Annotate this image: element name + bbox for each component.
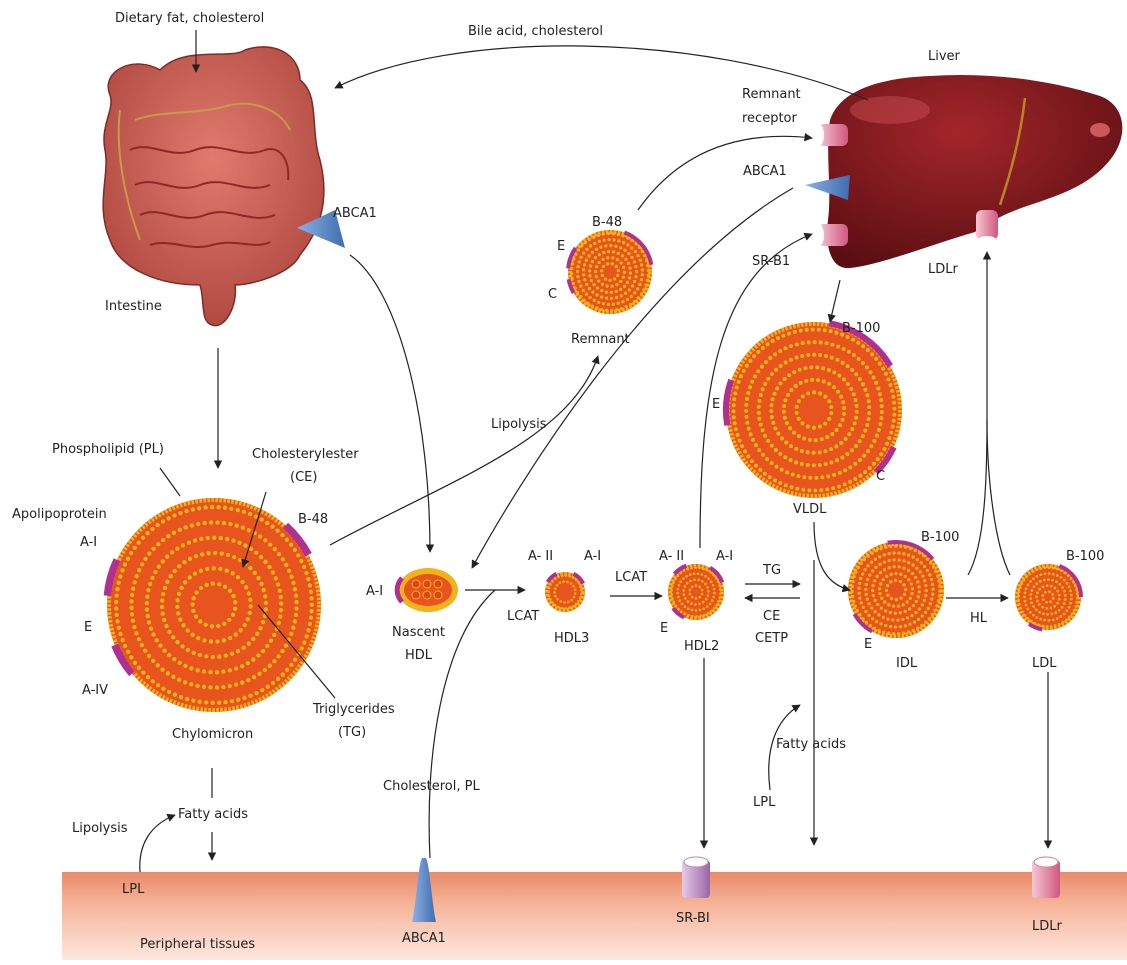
label-hl: HL bbox=[970, 611, 988, 626]
ldl-particle bbox=[1015, 564, 1081, 630]
label-triglycerides-2: (TG) bbox=[338, 725, 366, 740]
remnant-particle bbox=[568, 230, 652, 314]
label-remnant-receptor-1: Remnant bbox=[742, 87, 801, 102]
label-ldlr-liver: LDLr bbox=[928, 262, 958, 277]
label-e-remnant: E bbox=[557, 239, 565, 254]
label-srbi-peripheral: SR-BI bbox=[676, 911, 710, 926]
label-chylomicron: Chylomicron bbox=[172, 727, 253, 742]
liver-illustration bbox=[827, 75, 1122, 268]
label-tg-exchange: TG bbox=[762, 563, 781, 578]
intestine-illustration bbox=[103, 47, 324, 326]
label-ldlr-peripheral: LDLr bbox=[1032, 919, 1062, 934]
lipoprotein-particles bbox=[107, 230, 1081, 712]
label-abca1-liver: ABCA1 bbox=[743, 164, 787, 179]
label-cholesterylester-2: (CE) bbox=[290, 470, 317, 485]
label-nascent-2: HDL bbox=[405, 648, 433, 663]
label-b48-remnant: B-48 bbox=[592, 215, 622, 230]
remnant-receptor-icon bbox=[816, 124, 848, 146]
idl-particle bbox=[848, 542, 944, 638]
label-ce-exchange: CE bbox=[763, 609, 780, 624]
phospholipid-pointer bbox=[160, 468, 180, 496]
label-abca1-peripheral: ABCA1 bbox=[402, 931, 446, 946]
label-aii-hdl3: A- II bbox=[528, 549, 553, 564]
label-triglycerides-1: Triglycerides bbox=[312, 702, 395, 717]
label-e-idl: E bbox=[864, 637, 872, 652]
ldlr-peripheral-icon bbox=[1032, 857, 1060, 898]
label-lpl-mid: LPL bbox=[753, 795, 776, 810]
label-liver: Liver bbox=[928, 49, 961, 64]
label-aii-hdl2: A- II bbox=[659, 549, 684, 564]
label-b100-ldl: B-100 bbox=[1066, 549, 1104, 564]
label-aiv-chylo: A-IV bbox=[82, 683, 108, 698]
label-lipolysis-top: Lipolysis bbox=[491, 417, 547, 432]
label-cetp: CETP bbox=[755, 631, 788, 646]
label-remnant-receptor-2: receptor bbox=[742, 111, 798, 126]
label-apolipoprotein: Apolipoprotein bbox=[12, 507, 107, 522]
label-e-chylo: E bbox=[84, 620, 92, 635]
label-ai-hdl2: A-I bbox=[716, 549, 733, 564]
label-abca1-intestine: ABCA1 bbox=[333, 206, 377, 221]
label-lcat-2: LCAT bbox=[507, 609, 539, 624]
label-b100-idl: B-100 bbox=[921, 530, 959, 545]
sr-bi-peripheral-icon bbox=[682, 857, 710, 898]
label-ai-chylo: A-I bbox=[80, 535, 97, 550]
sr-b1-liver-icon bbox=[816, 224, 848, 246]
label-phospholipid: Phospholipid (PL) bbox=[52, 442, 164, 457]
label-lipolysis-bottom: Lipolysis bbox=[72, 821, 128, 836]
label-e-hdl2: E bbox=[660, 621, 668, 636]
label-hdl2: HDL2 bbox=[684, 639, 719, 654]
label-bile: Bile acid, cholesterol bbox=[468, 24, 603, 39]
abca1-liver-icon bbox=[805, 175, 850, 200]
label-b48-chylo: B-48 bbox=[298, 512, 328, 527]
label-ai-nascent: A-I bbox=[366, 584, 383, 599]
label-intestine: Intestine bbox=[105, 299, 162, 314]
label-vldl: VLDL bbox=[793, 502, 827, 517]
label-hdl3: HDL3 bbox=[554, 631, 589, 646]
label-c-remnant: C bbox=[548, 287, 557, 302]
label-ai-hdl3: A-I bbox=[584, 549, 601, 564]
label-remnant: Remnant bbox=[571, 332, 630, 347]
label-srb1-liver: SR-B1 bbox=[752, 254, 790, 269]
label-fatty-acids-bottom: Fatty acids bbox=[178, 807, 248, 822]
label-cholesterol-pl: Cholesterol, PL bbox=[383, 779, 480, 794]
label-c-vldl: C bbox=[876, 469, 885, 484]
label-b100-vldl: B-100 bbox=[842, 321, 880, 336]
label-e-vldl: E bbox=[712, 397, 720, 412]
label-dietary: Dietary fat, cholesterol bbox=[115, 11, 264, 26]
label-idl: IDL bbox=[896, 656, 918, 671]
ldlr-liver-icon bbox=[976, 210, 998, 244]
hdl3-particle bbox=[545, 572, 585, 612]
nascent-hdl-particle bbox=[397, 568, 458, 612]
label-fatty-acids-mid: Fatty acids bbox=[776, 737, 846, 752]
label-lcat-1: LCAT bbox=[615, 570, 647, 585]
chylomicron-particle bbox=[107, 498, 321, 712]
label-peripheral: Peripheral tissues bbox=[140, 937, 255, 952]
label-nascent-1: Nascent bbox=[392, 625, 445, 640]
label-lpl-bottom: LPL bbox=[122, 882, 145, 897]
hdl2-particle bbox=[668, 564, 724, 620]
label-ldl: LDL bbox=[1032, 656, 1057, 671]
label-cholesterylester-1: Cholesterylester bbox=[252, 447, 359, 462]
